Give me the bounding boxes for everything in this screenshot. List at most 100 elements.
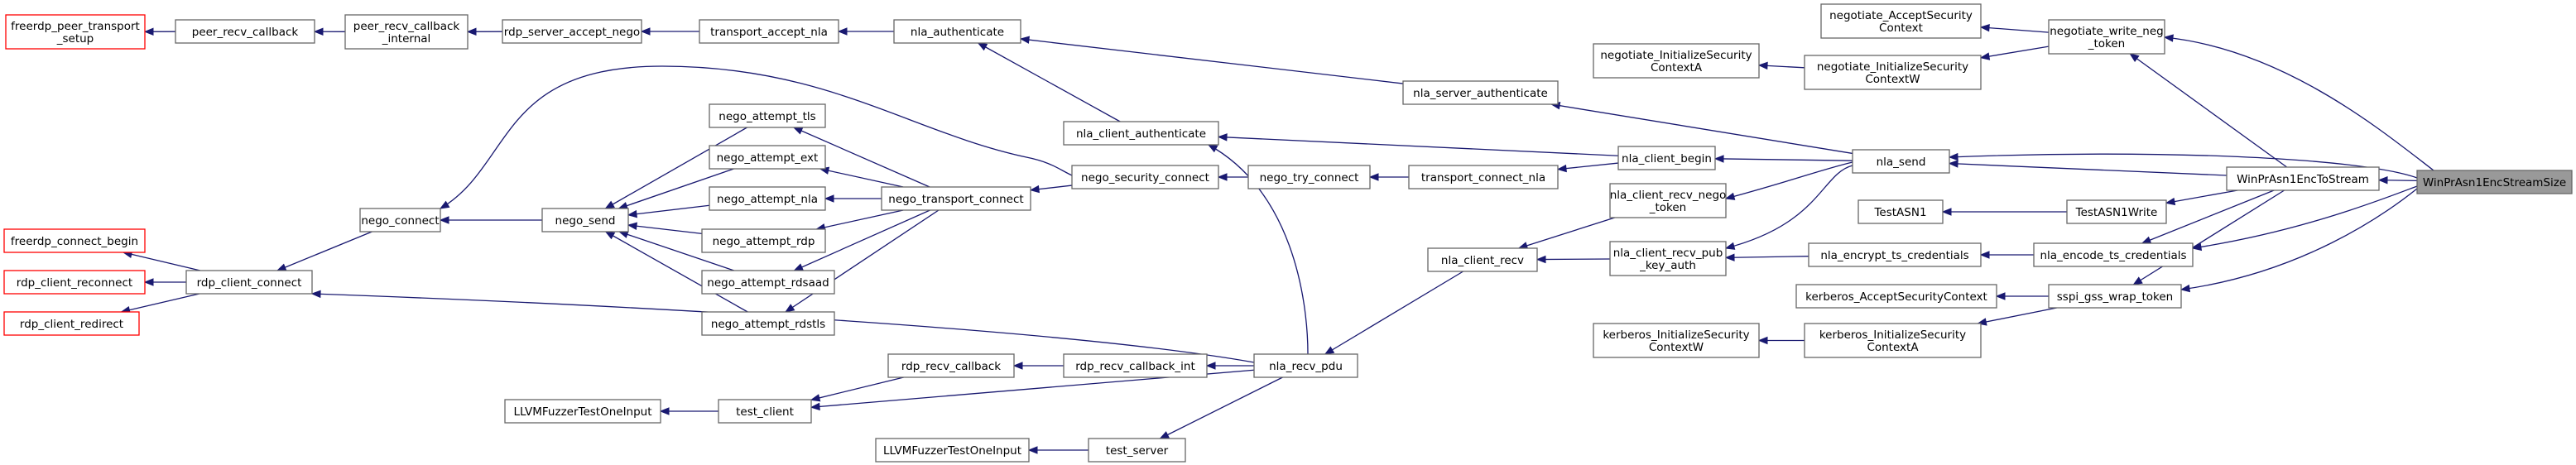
node-label: kerberos_AcceptSecurityContext [1805, 290, 1987, 304]
node-nego_attempt_tls[interactable]: nego_attempt_tls [709, 103, 826, 128]
node-llvm_fuzzer_2[interactable]: LLVMFuzzerTestOneInput [875, 438, 1030, 463]
node-nego_attempt_rdp[interactable]: nego_attempt_rdp [701, 228, 826, 253]
edge-line [627, 224, 703, 235]
edge-sspi_gss_wrap_token-to-WinPrAsn1EncStreamSize [2180, 188, 2418, 293]
node-WinPrAsn1EncToStream[interactable]: WinPrAsn1EncToStream [2226, 166, 2380, 191]
node-nla_server_authenticate[interactable]: nla_server_authenticate [1402, 80, 1559, 105]
edge-line [785, 209, 940, 313]
node-llvm_fuzzer_1[interactable]: LLVMFuzzerTestOneInput [504, 399, 661, 424]
node-label: nego_attempt_tls [718, 110, 815, 123]
node-label: nla_client_recv_nego [1610, 189, 1727, 202]
edge-line [1980, 26, 2050, 33]
node-test_server[interactable]: test_server [1088, 438, 1186, 463]
node-rdp_client_connect[interactable]: rdp_client_connect [185, 270, 313, 295]
node-rdp_recv_callback[interactable]: rdp_recv_callback [887, 353, 1015, 378]
node-label: rdp_client_connect [197, 276, 302, 290]
node-nego_security_connect[interactable]: nego_security_connect [1071, 165, 1219, 189]
node-box [541, 208, 629, 232]
arrowhead-icon [466, 27, 477, 36]
edge-nla_client_authenticate-to-nla_client_begin [1217, 133, 1619, 156]
node-nla_encode_ts_credentials[interactable]: nla_encode_ts_credentials [2033, 242, 2194, 267]
node-label: _key_auth [1639, 259, 1696, 272]
node-kerberos_AcceptSecurityContext[interactable]: kerberos_AcceptSecurityContext [1795, 284, 1997, 309]
arrowhead-icon [313, 27, 324, 36]
node-nla_client_authenticate[interactable]: nla_client_authenticate [1063, 121, 1219, 146]
node-nego_send[interactable]: nego_send [541, 208, 629, 232]
node-peer_recv_callback[interactable]: peer_recv_callback [175, 19, 315, 44]
node-label: nla_encrypt_ts_credentials [1820, 249, 1968, 262]
arrowhead-icon [977, 42, 988, 51]
edge-nla_encrypt_ts_credentials-to-nla_encode_ts_credentials [1979, 251, 2034, 259]
node-WinPrAsn1EncStreamSize[interactable]: WinPrAsn1EncStreamSize [2416, 170, 2573, 194]
node-TestASN1Write[interactable]: TestASN1Write [2066, 199, 2167, 224]
node-sspi_gss_wrap_token[interactable]: sspi_gss_wrap_token [2048, 284, 2182, 309]
node-rdp_client_redirect[interactable]: rdp_client_redirect [3, 311, 140, 336]
node-nla_recv_pdu[interactable]: nla_recv_pdu [1253, 353, 1358, 378]
edge-line [2133, 189, 2285, 285]
edge-line [1020, 38, 1404, 84]
edge-rdp_client_connect-to-nla_recv_pdu [310, 290, 1255, 363]
node-box [1408, 165, 1559, 189]
node-nego_attempt_rdstls[interactable]: nego_attempt_rdstls [701, 311, 835, 336]
node-label: ContextW [1649, 341, 1704, 354]
node-nla_send[interactable]: nla_send [1852, 149, 1950, 174]
node-nla_authenticate[interactable]: nla_authenticate [893, 19, 1021, 44]
node-box [1858, 199, 1944, 224]
node-TestASN1[interactable]: TestASN1 [1858, 199, 1944, 224]
node-label: nla_client_authenticate [1076, 127, 1206, 141]
node-test_client[interactable]: test_client [718, 399, 812, 424]
node-label: negotiate_AcceptSecurity [1829, 9, 1973, 22]
edge-test_server-to-nla_recv_pdu [1159, 376, 1283, 439]
node-nla_encrypt_ts_credentials[interactable]: nla_encrypt_ts_credentials [1808, 242, 1982, 267]
node-nego_connect[interactable]: nego_connect [359, 208, 441, 232]
node-nego_transport_connect[interactable]: nego_transport_connect [881, 186, 1031, 211]
node-peer_recv_callback_internal[interactable]: peer_recv_callback_internal [344, 14, 469, 50]
arrowhead-icon [2141, 236, 2152, 244]
node-label: nla_client_recv_pub [1613, 247, 1723, 260]
node-negotiate_AcceptSecurityContext[interactable]: negotiate_AcceptSecurityContext [1820, 3, 1982, 39]
node-nego_try_connect[interactable]: nego_try_connect [1247, 165, 1371, 189]
node-box [881, 186, 1031, 211]
edge-nla_send-to-WinPrAsn1EncToStream [1948, 160, 2228, 176]
arrowhead-icon [784, 304, 795, 313]
arrowhead-icon [810, 402, 820, 411]
node-nego_attempt_nla[interactable]: nego_attempt_nla [709, 186, 826, 211]
edge-line [627, 204, 710, 216]
node-nla_client_recv_nego_token[interactable]: nla_client_recv_nego_token [1609, 183, 1727, 218]
node-rdp_client_reconnect[interactable]: rdp_client_reconnect [3, 270, 146, 295]
edge-freerdp_connect_begin-to-rdp_client_connect [122, 250, 201, 271]
arrowhead-icon [1027, 446, 1038, 454]
node-nla_client_recv[interactable]: nla_client_recv [1427, 247, 1538, 272]
node-nego_attempt_ext[interactable]: nego_attempt_ext [709, 145, 826, 170]
node-label: _setup [56, 32, 94, 46]
node-box [502, 19, 642, 44]
edge-nla_client_recv_nego_token-to-nla_send [1724, 161, 1853, 200]
edge-line [619, 231, 734, 271]
node-nla_client_recv_pub_key_auth[interactable]: nla_client_recv_pub_key_auth [1609, 241, 1727, 276]
node-transport_accept_nla[interactable]: transport_accept_nla [699, 19, 839, 44]
edge-nego_send-to-nego_attempt_rdsaad [618, 230, 734, 271]
node-label: rdp_client_reconnect [17, 276, 132, 290]
edge-rdp_recv_callback-to-rdp_recv_callback_int [1012, 362, 1064, 370]
edge-llvm_fuzzer_2-to-test_server [1027, 446, 1089, 454]
edge-negotiate_InitializeSecurityContextW-to-negotiate_write_neg_token [1979, 46, 2050, 60]
node-box [185, 270, 313, 295]
edge-line [2141, 189, 2275, 244]
node-rdp_recv_callback_int[interactable]: rdp_recv_callback_int [1063, 353, 1208, 378]
node-freerdp_connect_begin[interactable]: freerdp_connect_begin [3, 228, 146, 253]
node-negotiate_write_neg_token[interactable]: negotiate_write_neg_token [2048, 19, 2165, 55]
node-box [2226, 166, 2380, 191]
node-transport_connect_nla[interactable]: transport_connect_nla [1408, 165, 1559, 189]
node-freerdp_peer_transport_setup[interactable]: freerdp_peer_transport_setup [5, 14, 146, 50]
edge-kerberos_InitializeSecurityContextA-to-sspi_gss_wrap_token [1977, 307, 2057, 326]
edge-line [810, 376, 904, 400]
node-rdp_server_accept_nego[interactable]: rdp_server_accept_nego [502, 19, 642, 44]
arrowhead-icon [1995, 292, 2006, 300]
node-nla_client_begin[interactable]: nla_client_begin [1617, 146, 1716, 170]
edge-negotiate_InitializeSecurityContextA-to-negotiate_InitializeSecurityContextW [1757, 61, 1805, 70]
node-nego_attempt_rdsaad[interactable]: nego_attempt_rdsaad [701, 270, 835, 295]
